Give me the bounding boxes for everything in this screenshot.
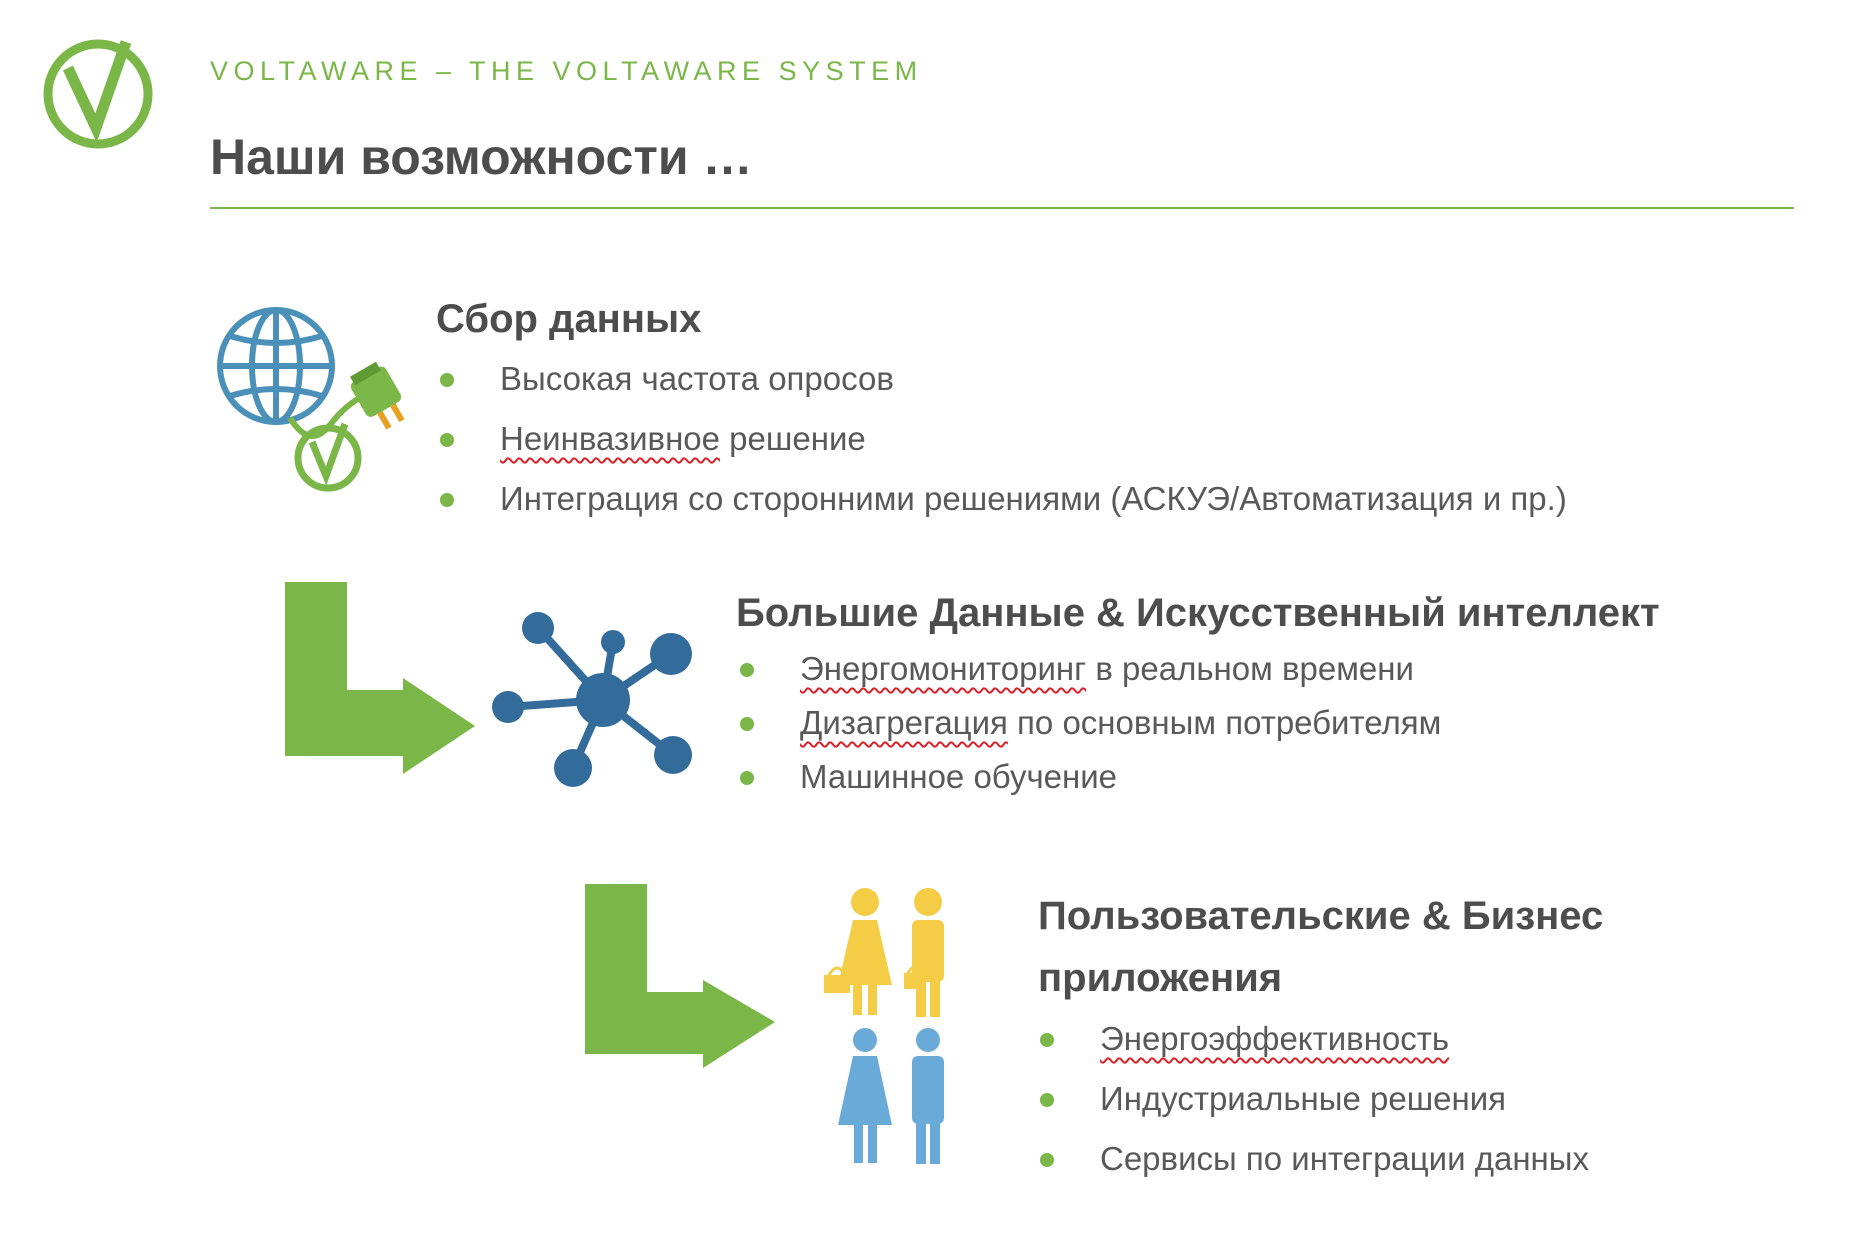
bullet-item: Сервисы по интеграции данных	[1040, 1140, 1589, 1200]
globe-plug-icon	[217, 307, 405, 492]
spellcheck-underlined-word: Энергоэффективность	[1100, 1020, 1450, 1057]
bullet-dot	[740, 771, 754, 785]
bullet-dot	[440, 433, 454, 447]
section-bullets-applications: Энергоэффективность Индустриальные решен…	[1040, 1020, 1589, 1200]
voltaware-logo-icon	[43, 39, 153, 149]
bullet-dot	[1040, 1153, 1054, 1167]
bullet-item: Машинное обучение	[740, 758, 1441, 812]
bullet-dot	[1040, 1033, 1054, 1047]
bullet-item: Энергоэффективность	[1040, 1020, 1589, 1080]
bullet-dot	[1040, 1093, 1054, 1107]
bullet-item: Дизагрегация по основным потребителям	[740, 704, 1441, 758]
title-divider	[210, 207, 1794, 209]
bullet-dot	[440, 373, 454, 387]
section-bullets-big-data-ai: Энергомониторинг в реальном времени Диза…	[740, 650, 1441, 812]
heading-line: приложения	[1038, 956, 1283, 1000]
bullet-dot	[740, 663, 754, 677]
heading-line: Пользовательские & Бизнес	[1038, 894, 1604, 938]
section-heading-applications: Пользовательские & Бизнес приложения	[1038, 885, 1603, 1009]
brand-line: VOLTAWARE – THE VOLTAWARE SYSTEM	[210, 56, 923, 86]
spellcheck-underlined-word: Неинвазивное	[500, 420, 721, 457]
bullet-item: Индустриальные решения	[1040, 1080, 1589, 1140]
bullet-item: Высокая частота опросов	[440, 360, 1567, 420]
network-hub-icon	[492, 612, 692, 787]
people-consumers-business-icon	[824, 888, 944, 1164]
spellcheck-underlined-word: Дизагрегация	[800, 704, 1008, 741]
spellcheck-underlined-word: Энергомониторинг	[800, 650, 1087, 687]
section-bullets-data-collection: Высокая частота опросов Неинвазивное реш…	[440, 360, 1567, 540]
bullet-item: Интеграция со сторонними решениями (АСКУ…	[440, 480, 1567, 540]
elbow-arrow-icon	[585, 884, 775, 1068]
section-heading-data-collection: Сбор данных	[436, 297, 702, 341]
elbow-arrow-icon	[285, 582, 475, 774]
section-heading-big-data-ai: Большие Данные & Искусственный интеллект	[736, 591, 1660, 635]
page-title: Наши возможности …	[210, 129, 753, 185]
bullet-item: Энергомониторинг в реальном времени	[740, 650, 1441, 704]
bullet-item: Неинвазивное решение	[440, 420, 1567, 480]
bullet-dot	[740, 717, 754, 731]
bullet-dot	[440, 493, 454, 507]
